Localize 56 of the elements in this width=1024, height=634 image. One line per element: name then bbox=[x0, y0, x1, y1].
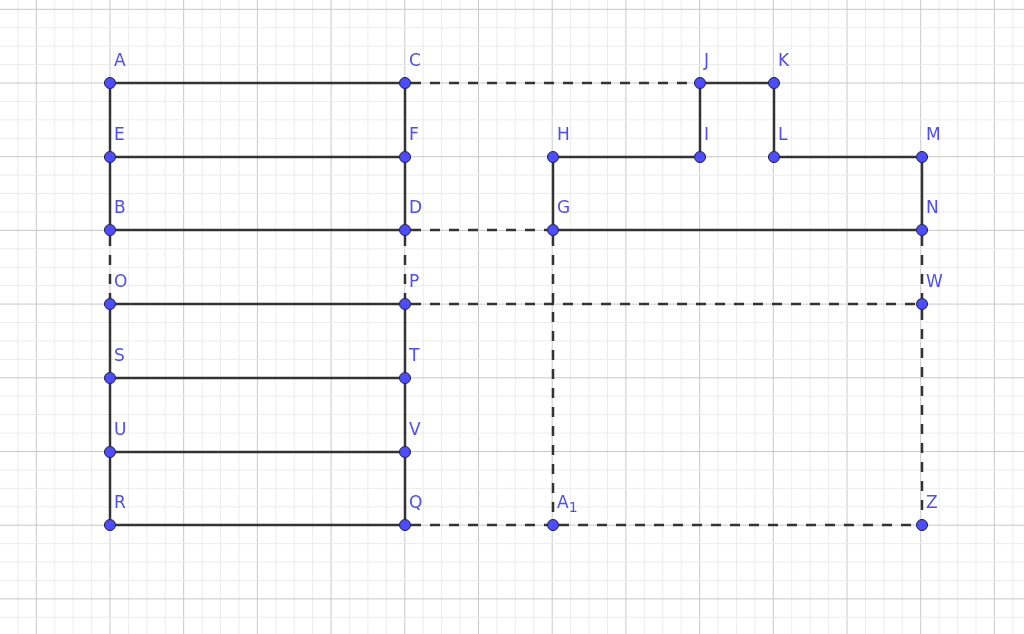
segment bbox=[116, 81, 399, 85]
point-label: Z bbox=[926, 492, 938, 512]
segment bbox=[559, 228, 916, 232]
point-label: T bbox=[409, 345, 420, 365]
point-label: W bbox=[926, 271, 943, 291]
dashed-segment bbox=[411, 228, 547, 232]
segment bbox=[108, 384, 112, 446]
segment bbox=[780, 155, 916, 159]
segment bbox=[108, 89, 112, 151]
segment bbox=[698, 89, 702, 151]
point-label: G bbox=[557, 197, 571, 217]
point-label: C bbox=[409, 50, 421, 70]
dashed-segment bbox=[403, 236, 407, 298]
segment bbox=[108, 310, 112, 372]
point-label: V bbox=[409, 419, 421, 439]
dashed-segment bbox=[920, 236, 924, 298]
dashed-segment bbox=[108, 236, 112, 298]
segment bbox=[108, 458, 112, 519]
segment bbox=[116, 302, 399, 306]
point-label: O bbox=[114, 271, 128, 291]
point-label: P bbox=[409, 271, 420, 291]
point-label: A bbox=[114, 50, 126, 70]
segment bbox=[116, 450, 399, 454]
dashed-segment bbox=[411, 302, 916, 306]
segment bbox=[772, 89, 776, 151]
segment bbox=[559, 155, 694, 159]
dashed-segment bbox=[411, 523, 547, 527]
segment bbox=[116, 155, 399, 159]
point-label: M bbox=[926, 124, 941, 144]
point-label: L bbox=[778, 124, 788, 144]
point-label: B bbox=[114, 197, 126, 217]
segment bbox=[706, 81, 768, 85]
segment bbox=[920, 163, 924, 224]
point-label: S bbox=[114, 345, 125, 365]
segment bbox=[116, 376, 399, 380]
point-label: H bbox=[557, 124, 570, 144]
segment bbox=[403, 384, 407, 446]
segment bbox=[403, 458, 407, 519]
point-label: E bbox=[114, 124, 125, 144]
point-label: F bbox=[409, 124, 419, 144]
segment bbox=[403, 89, 407, 151]
segment bbox=[551, 163, 555, 224]
point-label: R bbox=[114, 492, 126, 512]
point-label: K bbox=[778, 50, 790, 70]
segment bbox=[403, 163, 407, 224]
point-label: Q bbox=[409, 492, 423, 512]
point-label: I bbox=[704, 124, 709, 144]
point-label: U bbox=[114, 419, 127, 439]
point-label: J bbox=[704, 50, 709, 70]
segment bbox=[116, 228, 399, 232]
point-label: A$_{1}$ bbox=[557, 492, 578, 518]
segment bbox=[403, 310, 407, 372]
point-label: N bbox=[926, 197, 939, 217]
segment bbox=[116, 523, 399, 527]
segment bbox=[108, 163, 112, 224]
point-label: D bbox=[409, 197, 423, 217]
